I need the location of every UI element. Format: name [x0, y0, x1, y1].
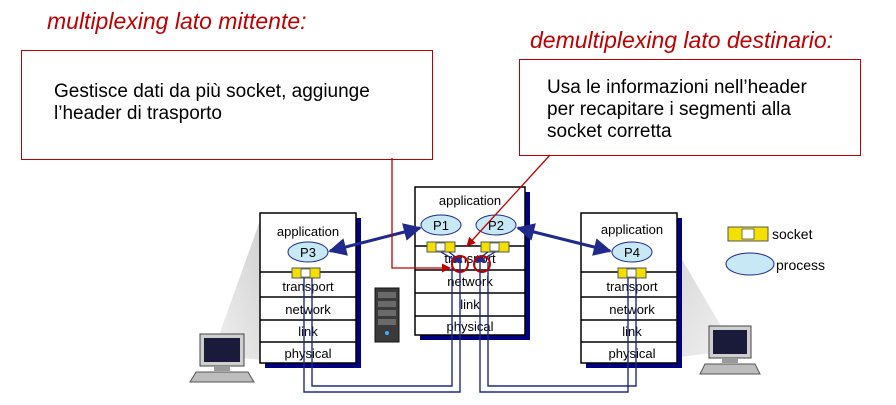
mux-line-2: l’header di trasporto: [54, 103, 222, 124]
legend-process-label: process: [776, 257, 825, 273]
mux-connector: [391, 158, 451, 273]
server-icon: [374, 287, 400, 343]
socket-left: [291, 267, 321, 279]
legend: socket process: [725, 226, 825, 276]
process-p3: [287, 241, 329, 263]
demux-line-3: socket corretta: [547, 121, 672, 142]
left-layer-physical: physical: [285, 346, 332, 361]
center-stack: application transport network link physi…: [414, 186, 530, 340]
socket-center-1: [426, 241, 456, 253]
process-p3-label: P3: [300, 245, 316, 260]
left-host-beam: [212, 215, 262, 360]
process-p1-label: P1: [433, 218, 449, 233]
process-p4: [611, 241, 653, 263]
process-p2-label: P2: [488, 218, 504, 233]
right-computer-icon: [699, 325, 761, 375]
process-p4-label: P4: [624, 245, 640, 260]
legend-process-icon: [725, 252, 775, 276]
socket-right: [617, 267, 647, 279]
right-layer-link: link: [622, 324, 642, 339]
physical-links: [303, 262, 637, 393]
left-computer-icon: [189, 333, 255, 383]
mux-circle: [451, 255, 469, 273]
left-stack: application transport network link physi…: [259, 212, 361, 368]
left-layer-transport: transport: [282, 279, 334, 294]
mux-line-1: Gestisce dati da più socket, aggiunge: [54, 81, 370, 102]
demux-line-2: per recapitare i segmenti alla: [547, 99, 791, 120]
socket-center-2: [480, 241, 510, 253]
arrow-p3-p1: [328, 223, 422, 256]
center-layer-network: network: [447, 274, 493, 289]
left-layer-link: link: [298, 324, 318, 339]
demux-callout: Usa le informazioni nell’header per reca…: [519, 59, 861, 156]
left-layer-application: application: [277, 224, 339, 239]
right-layer-network: network: [609, 302, 655, 317]
center-layer-link: link: [460, 297, 480, 312]
center-layer-physical: physical: [447, 319, 494, 334]
right-layer-physical: physical: [609, 346, 656, 361]
right-layer-transport: transport: [606, 279, 658, 294]
demux-line-1: Usa le informazioni nell’header: [547, 77, 807, 98]
demux-connector: [466, 154, 551, 247]
arrow-p2-p4: [516, 223, 612, 256]
left-layer-network: network: [285, 302, 331, 317]
mux-callout: Gestisce dati da più socket, aggiunge l’…: [21, 50, 433, 160]
demux-title: demultiplexing lato destinario:: [530, 27, 834, 53]
right-layer-application: application: [601, 222, 663, 237]
right-stack: application transport network link physi…: [580, 212, 682, 368]
center-layer-application: application: [439, 193, 501, 208]
demux-circle: [473, 255, 491, 273]
legend-socket-label: socket: [772, 226, 813, 242]
mux-title: multiplexing lato mittente:: [47, 8, 307, 34]
legend-socket-icon: [727, 226, 769, 242]
